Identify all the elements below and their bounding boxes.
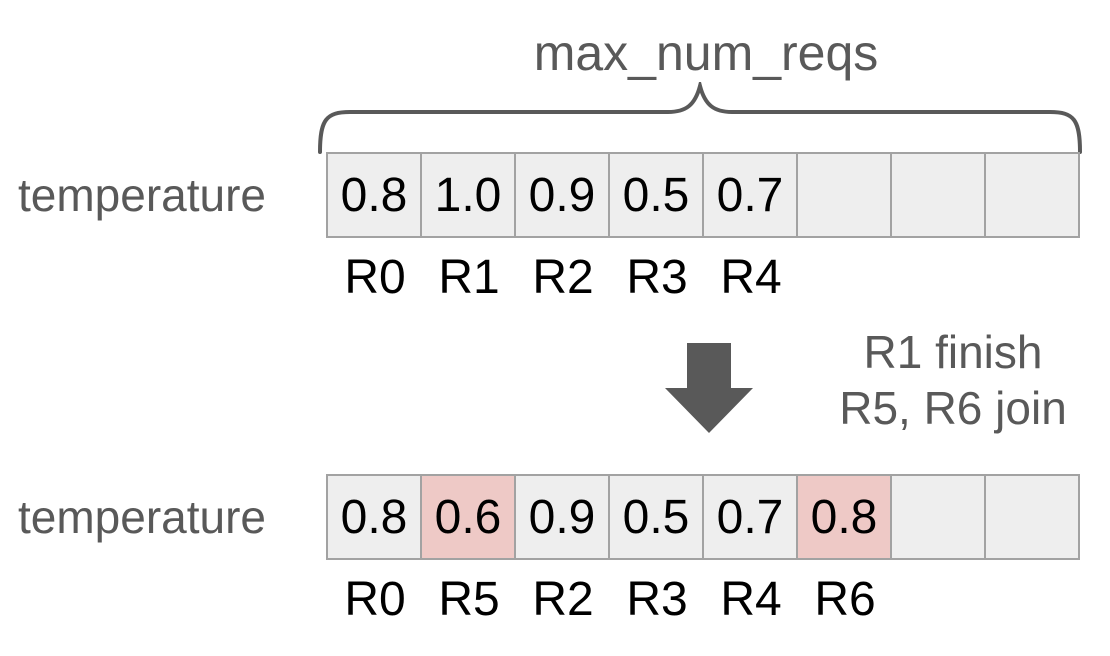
temperature-cell-empty [890,154,984,236]
temperature-cell: 0.9 [514,154,608,236]
temperature-cell: 0.7 [702,476,796,558]
request-label: R3 [626,251,688,304]
temperature-cell: 0.8 [328,476,420,558]
request-labels-top: R0 R1 R2 R3 R4 [328,250,1080,306]
transition-note: R1 finish R5, R6 join [818,324,1088,436]
request-label: R2 [532,573,594,626]
max-num-reqs-label: max_num_reqs [533,25,879,81]
temperature-cell-highlighted: 0.6 [420,476,514,558]
temperature-array-bottom: 0.8 0.6 0.9 0.5 0.7 0.8 [326,474,1080,560]
temperature-array-top: 0.8 1.0 0.9 0.5 0.7 [326,152,1080,238]
temperature-cell: 0.9 [514,476,608,558]
temperature-cell: 0.5 [608,476,702,558]
request-label [986,572,1080,628]
request-label [986,250,1080,306]
request-label: R3 [626,573,688,626]
request-label: R0 [344,573,406,626]
temperature-cell-empty [984,476,1078,558]
temperature-cell: 0.7 [702,154,796,236]
request-label [892,572,986,628]
temperature-cell-highlighted: 0.8 [796,476,890,558]
request-label: R4 [720,573,782,626]
transition-line-1: R1 finish [863,326,1043,378]
request-labels-bottom: R0 R5 R2 R3 R4 R6 [328,572,1080,628]
transition-line-2: R5, R6 join [839,382,1067,434]
temperature-cell: 1.0 [420,154,514,236]
temperature-cell-empty [984,154,1078,236]
curly-brace-path [318,82,1082,154]
request-label: R1 [438,251,500,304]
request-label [798,250,892,306]
request-label: R2 [532,251,594,304]
request-label: R4 [720,251,782,304]
temperature-label-bottom: temperature [18,491,267,543]
temperature-cell: 0.8 [328,154,420,236]
curly-brace [318,82,1082,154]
request-label [892,250,986,306]
request-label: R6 [814,573,876,626]
temperature-cell-empty [890,476,984,558]
request-label: R5 [438,573,500,626]
temperature-cell: 0.5 [608,154,702,236]
down-arrow-icon [665,343,753,433]
down-arrow-shape [665,343,753,433]
temperature-cell-empty [796,154,890,236]
temperature-label-top: temperature [18,169,267,221]
request-label: R0 [344,251,406,304]
